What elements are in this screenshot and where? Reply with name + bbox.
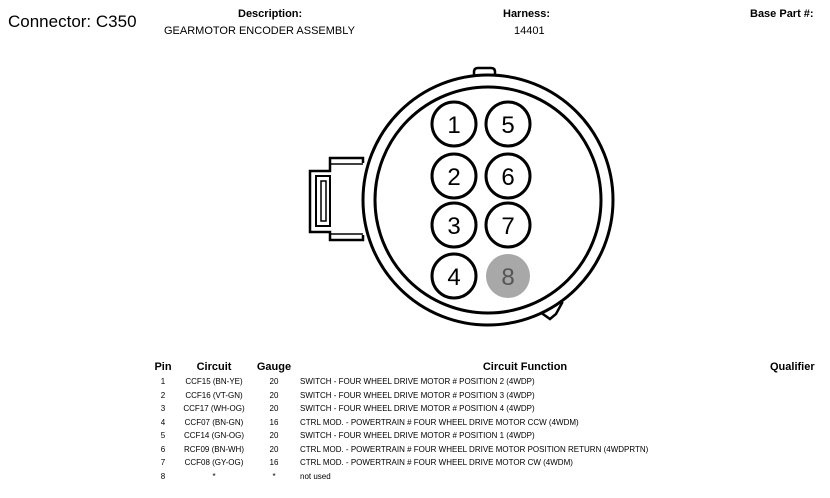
cell-gauge: 16	[269, 458, 279, 467]
header-qualifier: Qualifier	[770, 361, 815, 373]
pin-circle	[430, 201, 478, 249]
cell-pin: 8	[160, 471, 166, 481]
cell-pin: 7	[160, 458, 166, 467]
table-row: 7 CCF08 (GY-OG) 16 CTRL MOD. - POWERTRAIN #…	[146, 456, 815, 470]
harness-value: 14401	[514, 25, 545, 37]
description-label: Description:	[238, 8, 303, 20]
cell-qualifier	[750, 456, 815, 470]
cell-qualifier	[750, 375, 815, 389]
cell-gauge: 20	[269, 431, 279, 440]
base-part-label: Base Part #:	[750, 8, 814, 20]
pin-cavity-2: 2	[430, 152, 478, 200]
pin-cavity-7: 7	[484, 201, 532, 249]
cell-circuit-function: SWITCH - FOUR WHEEL DRIVE MOTOR # POSITI…	[300, 404, 535, 413]
pin-cavity-4: 4	[430, 252, 478, 300]
connector-title: Connector: C350	[8, 12, 137, 31]
pin-cavity-3: 3	[430, 201, 478, 249]
cell-circuit: CCF08 (GY-OG)	[184, 458, 244, 467]
pin-circle	[484, 201, 532, 249]
cell-pin: 6	[160, 444, 166, 454]
pin-cavities: 1 5 2 6 3 7 4 8	[430, 100, 532, 300]
cell-gauge: 20	[269, 390, 279, 400]
table-row: 2 CCF16 (VT-GN) 20 SWITCH - FOUR WHEEL DRIV…	[146, 389, 815, 403]
cell-pin: 4	[160, 417, 166, 427]
cell-pin: 5	[160, 431, 166, 440]
cell-qualifier	[750, 389, 815, 403]
cell-circuit: CCF07 (BN-GN)	[184, 417, 244, 427]
table-row: 6 RCF09 (BN-WH) 20 CTRL MOD. - POWERTRAIN #…	[146, 443, 815, 457]
pin-number-label: 7	[501, 213, 514, 240]
header-circuit-function: Circuit Function	[482, 361, 568, 373]
pin-number-label: 1	[447, 112, 460, 139]
cell-gauge: 20	[269, 377, 279, 386]
cell-circuit-function: SWITCH - FOUR WHEEL DRIVE MOTOR # POSITI…	[300, 390, 535, 400]
cell-circuit: CCF17 (WH-OG)	[183, 404, 245, 413]
cell-gauge: 20	[269, 404, 279, 413]
cell-qualifier	[750, 402, 815, 416]
pin-number-label: 3	[447, 213, 460, 240]
header-circuit: Circuit	[196, 361, 232, 373]
table-row: 5 CCF14 (GN-OG) 20 SWITCH - FOUR WHEEL DRIV…	[146, 429, 815, 443]
cell-gauge: 16	[269, 417, 279, 427]
cell-gauge: 20	[269, 444, 279, 454]
pin-cavity-5: 5	[484, 100, 532, 148]
table-row: 3 CCF17 (WH-OG) 20 SWITCH - FOUR WHEEL DRIV…	[146, 402, 815, 416]
cell-gauge: *	[272, 471, 276, 481]
cell-circuit-function: not used	[300, 471, 331, 481]
pin-cavity-1: 1	[430, 100, 478, 148]
cell-circuit: *	[212, 471, 216, 481]
pin-circle	[484, 100, 532, 148]
cell-circuit-function: CTRL MOD. - POWERTRAIN # FOUR WHEEL DRIV…	[300, 458, 573, 467]
pin-number-label: 4	[447, 264, 460, 291]
pin-circle	[430, 100, 478, 148]
cell-circuit-function: CTRL MOD. - POWERTRAIN # FOUR WHEEL DRIV…	[300, 444, 649, 454]
connector-body	[308, 66, 615, 327]
cell-qualifier	[750, 443, 815, 457]
cell-circuit: CCF16 (VT-GN)	[185, 390, 243, 400]
cell-qualifier	[750, 416, 815, 430]
cell-circuit-function: SWITCH - FOUR WHEEL DRIVE MOTOR # POSITI…	[300, 377, 535, 386]
cell-pin: 2	[160, 390, 166, 400]
cell-qualifier	[750, 470, 815, 484]
pin-circle	[430, 252, 478, 300]
pin-number-label: 5	[501, 112, 514, 139]
cell-pin: 3	[160, 404, 166, 413]
pin-cavity-8: 8	[486, 254, 530, 298]
harness-label: Harness:	[503, 8, 551, 20]
pin-number-label: 8	[501, 264, 514, 291]
pin-circle	[486, 254, 530, 298]
pin-number-label: 2	[447, 164, 460, 191]
pin-circle	[484, 152, 532, 200]
table-row: 8 * * not used	[146, 470, 815, 484]
pin-number-label: 6	[501, 164, 514, 191]
cell-circuit: CCF15 (BN-YE)	[185, 377, 243, 386]
header-gauge: Gauge	[256, 361, 292, 373]
connector-face-diagram: 1 5 2 6 3 7 4 8	[308, 66, 615, 327]
description-value: GEARMOTOR ENCODER ASSEMBLY	[164, 25, 355, 37]
cell-pin: 1	[160, 377, 166, 386]
cell-circuit: RCF09 (BN-WH)	[184, 444, 244, 454]
header-pin: Pin	[154, 361, 172, 373]
cell-circuit: CCF14 (GN-OG)	[184, 431, 244, 440]
pin-circle	[430, 152, 478, 200]
table-row: 4 CCF07 (BN-GN) 16 CTRL MOD. - POWERTRAIN #…	[146, 416, 815, 430]
pinout-table: Pin Circuit Gauge Circuit Function Quali…	[146, 361, 815, 484]
table-row: 1 CCF15 (BN-YE) 20 SWITCH - FOUR WHEEL DRIV…	[146, 375, 815, 389]
pin-cavity-6: 6	[484, 152, 532, 200]
cell-circuit-function: CTRL MOD. - POWERTRAIN # FOUR WHEEL DRIV…	[300, 417, 579, 427]
pinout-header-row: Pin Circuit Gauge Circuit Function Quali…	[146, 361, 815, 375]
cell-circuit-function: SWITCH - FOUR WHEEL DRIVE MOTOR # POSITI…	[300, 431, 535, 440]
cell-qualifier	[750, 429, 815, 443]
